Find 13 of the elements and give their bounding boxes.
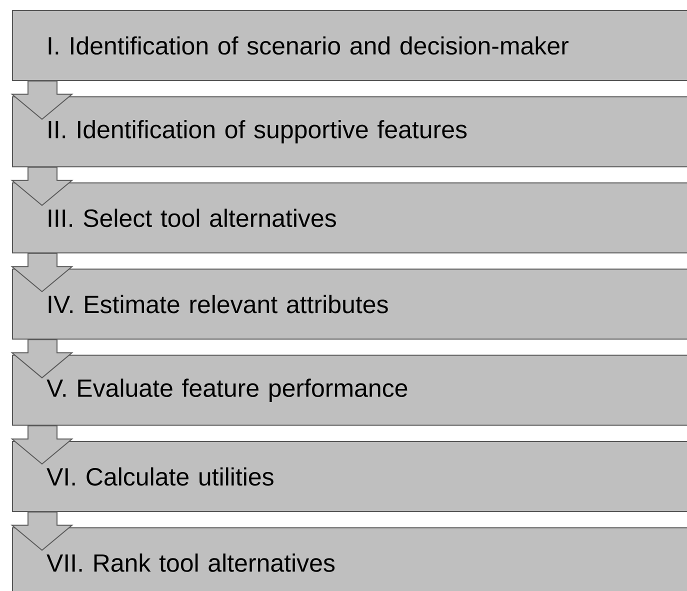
step-box: V. Evaluate feature performance [12,354,687,426]
block-arrow [10,252,74,292]
block-arrow [10,339,74,378]
step-box: II. Identification of supportive features [12,96,687,168]
step-box: VII. Rank tool alternatives [12,527,687,591]
step-box: I. Identification of scenario and decision-maker [12,10,687,81]
block-arrow [10,80,74,120]
step-box: IV. Estimate relevant attributes [12,268,687,340]
block-arrow [10,425,74,465]
step-box: VI. Calculate utilities [12,441,687,512]
step-box: III. Select tool alternatives [12,182,687,254]
block-arrow [10,166,74,206]
block-arrow [10,512,74,551]
